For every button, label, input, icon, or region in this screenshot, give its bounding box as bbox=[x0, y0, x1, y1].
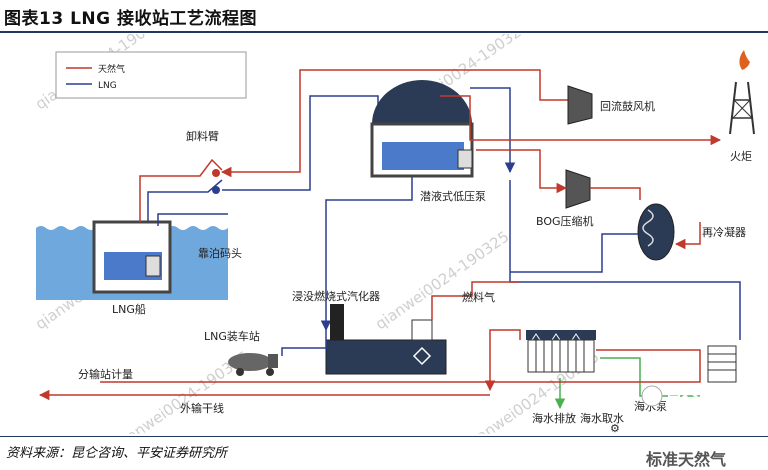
fuel-gas-label: 燃料气 bbox=[462, 290, 495, 304]
seawater-discharge-label: 海水排放 bbox=[532, 411, 576, 425]
footer-rule bbox=[0, 436, 768, 437]
berth-label: 靠泊码头 bbox=[198, 246, 242, 260]
unloading-arm: 卸料臂 bbox=[139, 129, 223, 222]
seawater-intake-label: 海水取水 bbox=[580, 411, 624, 425]
recondenser: 再冷凝器 bbox=[637, 203, 746, 261]
lng-storage-tank: 潜液式低压泵 bbox=[370, 80, 486, 203]
legend-natural-gas: 天然气 bbox=[98, 63, 125, 75]
scv-vaporizer: 浸没燃烧式汽化器 bbox=[292, 289, 447, 375]
brand-name-2: 标准天然气 bbox=[646, 450, 727, 469]
source-note: 资料来源：昆仑咨询、平安证券研究所 bbox=[6, 446, 228, 461]
figure-header: 图表13 LNG 接收站工艺流程图 bbox=[0, 0, 768, 30]
truck-station-label: LNG装车站 bbox=[204, 329, 260, 343]
heater-coil bbox=[707, 345, 737, 383]
watermark: qianwei0024-190325 bbox=[372, 227, 512, 333]
recondenser-label: 再冷凝器 bbox=[702, 225, 746, 239]
lng-truck: LNG装车站 bbox=[204, 329, 278, 376]
legend-lng: LNG bbox=[98, 81, 117, 91]
submerged-pump-label: 潜液式低压泵 bbox=[420, 189, 486, 203]
bog-compressor: BOG压缩机 bbox=[536, 169, 594, 228]
lng-ship: LNG船 bbox=[92, 220, 172, 316]
flare: 火炬 bbox=[729, 50, 755, 163]
process-flow-diagram: qianwei0024-190325 qianwei0024-190325 qi… bbox=[32, 34, 755, 434]
flare-label: 火炬 bbox=[730, 150, 752, 163]
legend: 天然气 LNG bbox=[55, 51, 247, 99]
return-blower: 回流鼓风机 bbox=[567, 85, 655, 125]
trunk-line-label: 外输干线 bbox=[180, 401, 224, 415]
unloading-arm-label: 卸料臂 bbox=[186, 129, 219, 143]
metering-label: 分输站计量 bbox=[78, 367, 133, 381]
brand-icon: ⚙ bbox=[610, 422, 620, 434]
return-blower-label: 回流鼓风机 bbox=[600, 99, 655, 113]
figure-title: 图表13 LNG 接收站工艺流程图 bbox=[4, 9, 258, 29]
scv-label: 浸没燃烧式汽化器 bbox=[292, 289, 380, 303]
header-rule bbox=[0, 31, 768, 33]
bog-compressor-label: BOG压缩机 bbox=[536, 214, 594, 228]
brand-name-1: 昆仑咨询 bbox=[666, 389, 730, 408]
brand-badge: 昆仑咨询 ⚙ bbox=[610, 385, 730, 434]
lng-ship-label: LNG船 bbox=[112, 302, 146, 316]
orv-vaporizer bbox=[526, 330, 596, 373]
